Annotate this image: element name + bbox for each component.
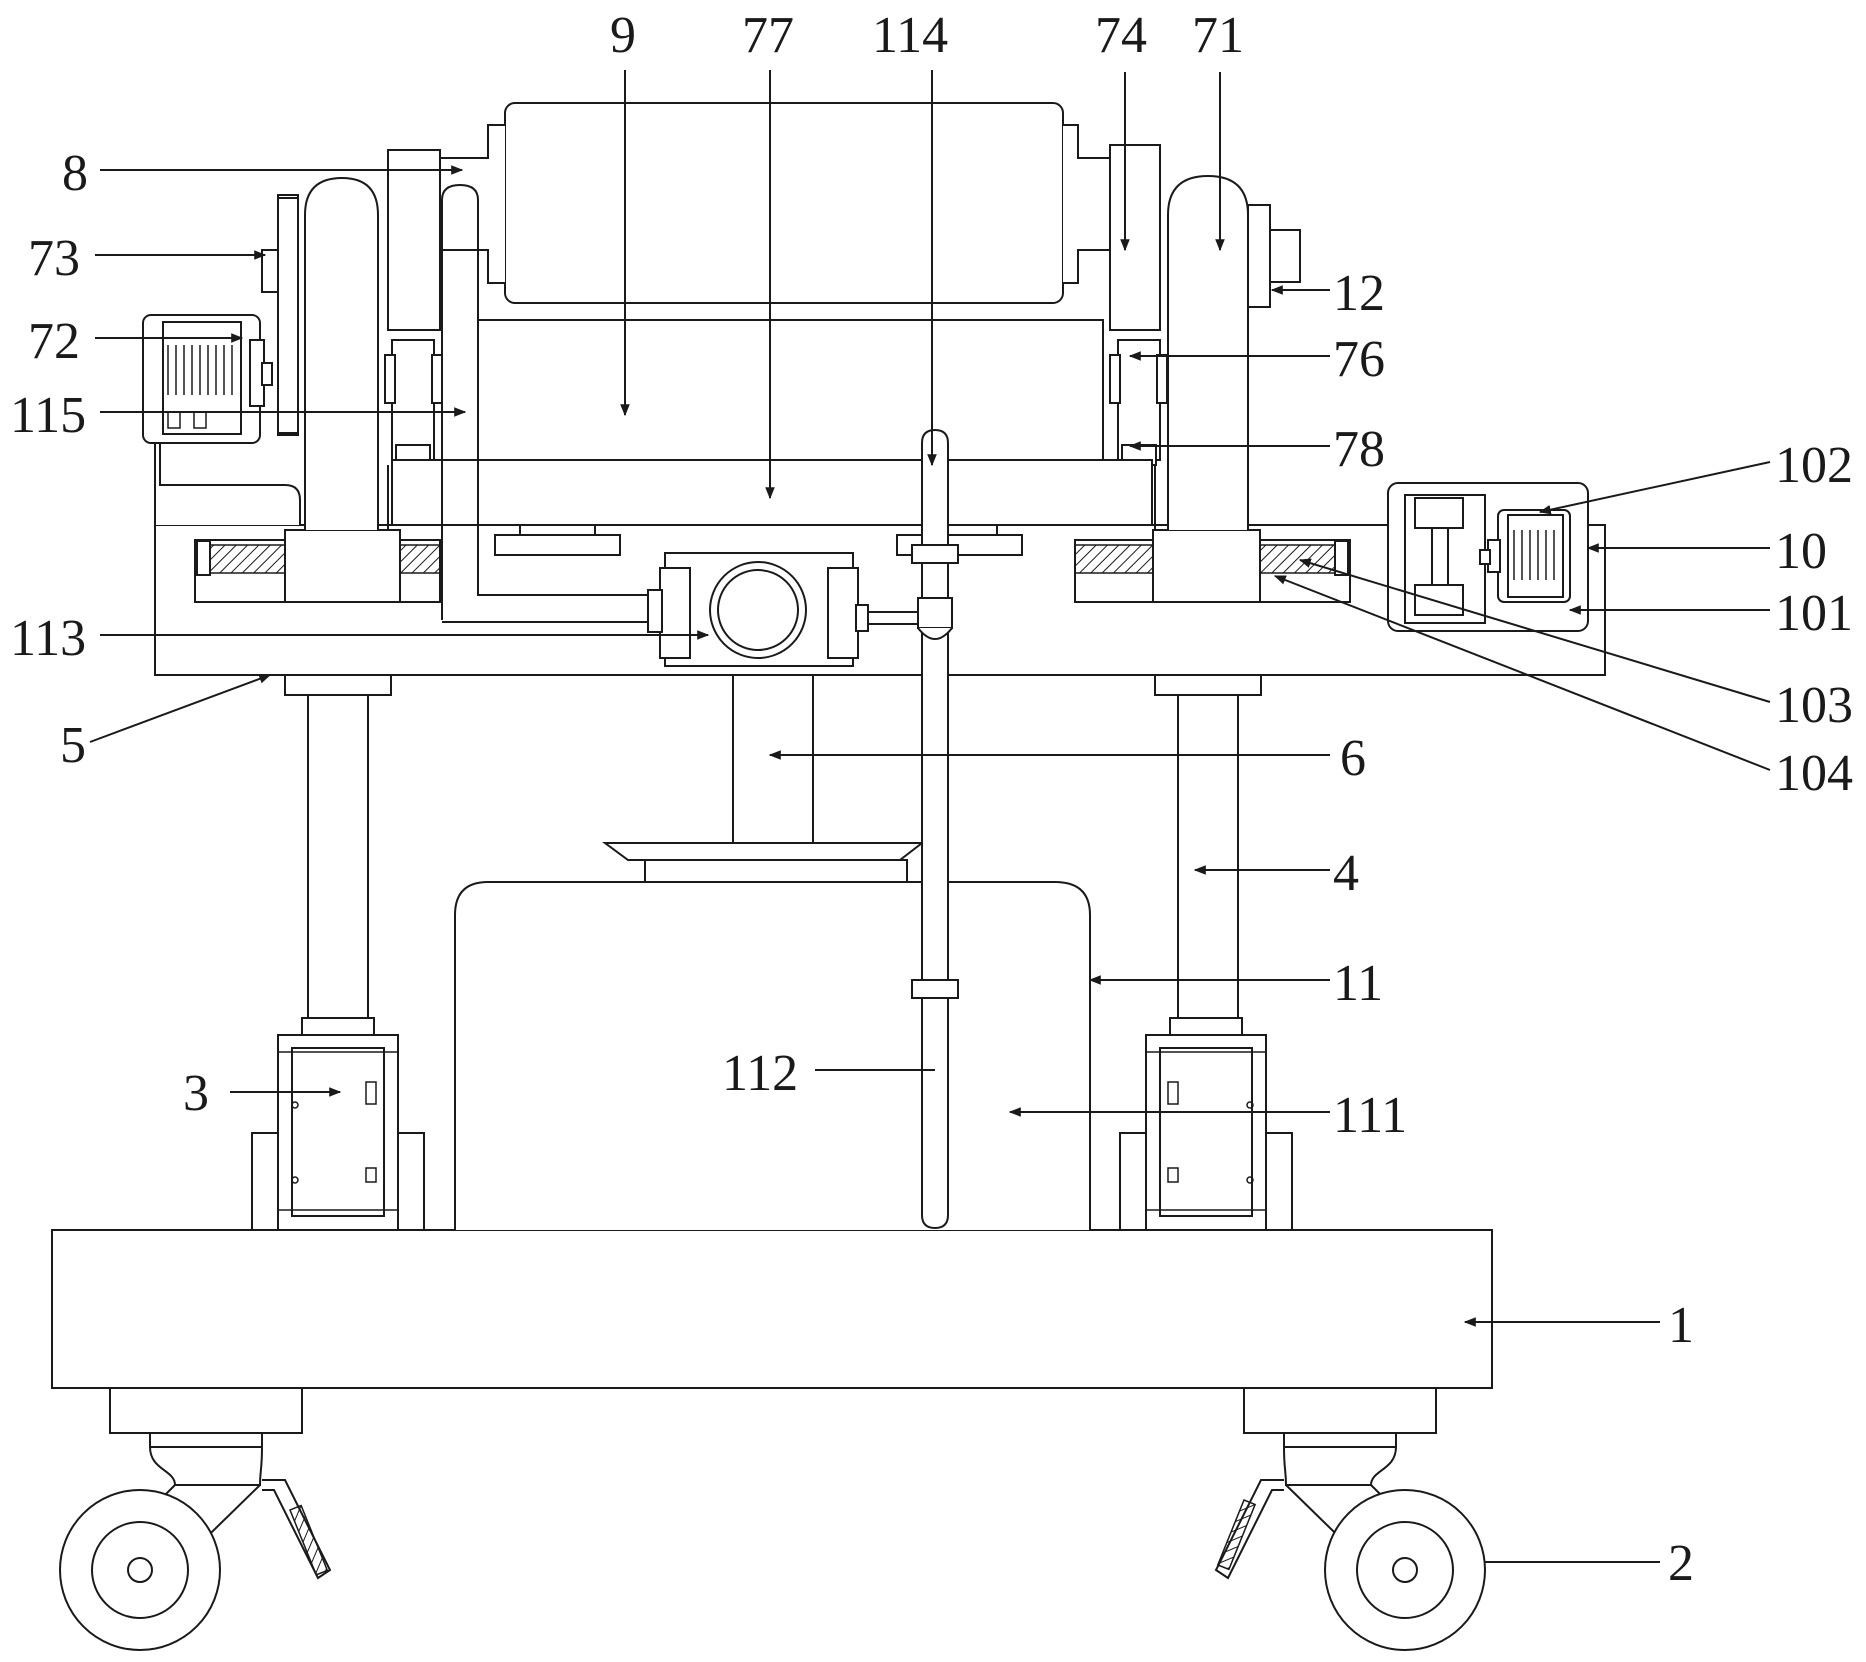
label-71: 71 — [1192, 7, 1244, 64]
label-5: 5 — [60, 717, 86, 774]
roller-drum — [439, 102, 1111, 304]
screw-assembly-right — [1074, 529, 1351, 603]
label-3: 3 — [183, 1065, 209, 1122]
leader-lines — [89, 70, 1771, 1563]
lift-column-left — [251, 674, 425, 1231]
caster-wheel-left — [59, 1387, 332, 1651]
label-10: 10 — [1775, 523, 1827, 580]
label-101: 101 — [1775, 585, 1853, 642]
bearing-right — [1247, 204, 1301, 308]
label-114: 114 — [872, 7, 948, 64]
label-2: 2 — [1668, 1535, 1694, 1592]
label-11: 11 — [1333, 955, 1383, 1012]
label-1: 1 — [1668, 1297, 1694, 1354]
part-labels: 1 2 3 4 5 6 8 9 10 11 12 71 72 73 74 76 … — [10, 7, 1853, 1592]
pulley-left — [261, 197, 299, 434]
label-103: 103 — [1775, 677, 1853, 734]
water-hose — [441, 183, 650, 623]
motor-left — [142, 314, 273, 444]
screw-assembly-left — [194, 529, 441, 603]
label-74: 74 — [1095, 7, 1147, 64]
label-77: 77 — [742, 7, 794, 64]
label-72: 72 — [28, 313, 80, 370]
support-arm-right — [1167, 174, 1249, 530]
label-73: 73 — [28, 230, 80, 287]
caster-wheel-right — [1214, 1387, 1486, 1651]
pump — [647, 552, 920, 667]
lift-column-right — [1119, 674, 1293, 1231]
label-115: 115 — [10, 387, 86, 444]
label-4: 4 — [1333, 845, 1359, 902]
frame-body — [391, 319, 1153, 556]
base-frame — [51, 1229, 1493, 1389]
label-9: 9 — [610, 7, 636, 64]
motor-box — [1387, 482, 1589, 632]
label-104: 104 — [1775, 745, 1853, 802]
label-112: 112 — [722, 1045, 798, 1102]
label-78: 78 — [1333, 421, 1385, 478]
label-113: 113 — [10, 610, 86, 667]
label-8: 8 — [62, 145, 88, 202]
label-102: 102 — [1775, 437, 1853, 494]
label-76: 76 — [1333, 331, 1385, 388]
center-column — [601, 674, 925, 883]
label-111: 111 — [1333, 1087, 1407, 1144]
label-6: 6 — [1340, 730, 1366, 787]
spray-pipe — [911, 428, 959, 1230]
label-12: 12 — [1333, 265, 1385, 322]
